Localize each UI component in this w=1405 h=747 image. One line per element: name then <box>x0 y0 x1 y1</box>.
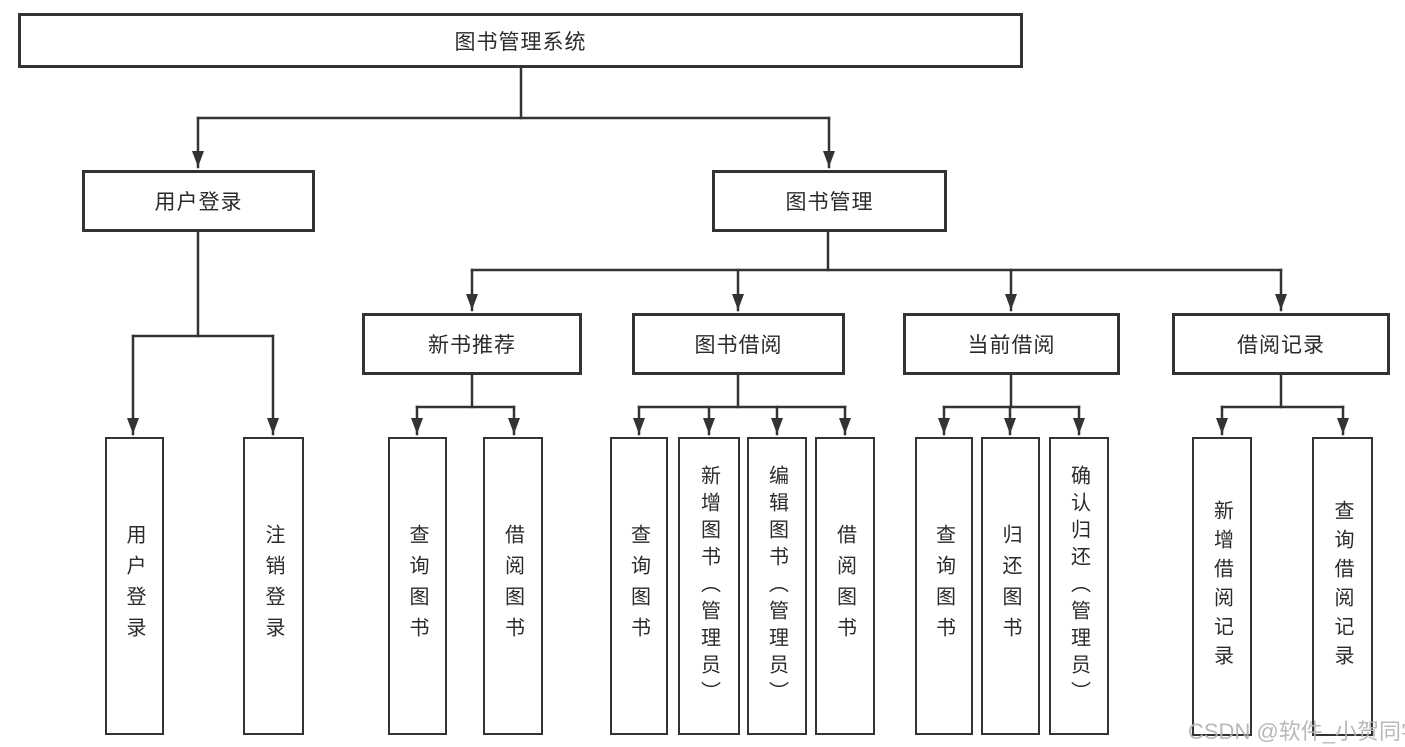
leaf-search-borrow-record: 查询借阅记录 <box>1312 437 1373 736</box>
node-current-borrow: 当前借阅 <box>903 313 1120 375</box>
leaf-edit-book-admin: 编辑图书（管理员） <box>747 437 807 735</box>
leaf-logout: 注销登录 <box>243 437 304 735</box>
leaf-search-books-current: 查询图书 <box>915 437 973 735</box>
leaf-confirm-return-admin: 确认归还（管理员） <box>1049 437 1109 735</box>
leaf-borrow-books-recommend: 借阅图书 <box>483 437 543 735</box>
node-borrow-records: 借阅记录 <box>1172 313 1390 375</box>
leaf-add-borrow-record: 新增借阅记录 <box>1192 437 1252 736</box>
leaf-return-book: 归还图书 <box>981 437 1040 735</box>
node-root-library-system: 图书管理系统 <box>18 13 1023 68</box>
leaf-search-books-recommend: 查询图书 <box>388 437 447 735</box>
leaf-search-books-borrow: 查询图书 <box>610 437 668 735</box>
leaf-borrow-books: 借阅图书 <box>815 437 875 735</box>
node-new-book-recommend: 新书推荐 <box>362 313 582 375</box>
csdn-watermark: CSDN @软件_小贺同学 <box>1188 719 1405 744</box>
node-book-borrow: 图书借阅 <box>632 313 845 375</box>
node-user-login: 用户登录 <box>82 170 315 232</box>
node-book-management: 图书管理 <box>712 170 947 232</box>
leaf-add-book-admin: 新增图书（管理员） <box>678 437 740 735</box>
leaf-user-login: 用户登录 <box>105 437 164 735</box>
